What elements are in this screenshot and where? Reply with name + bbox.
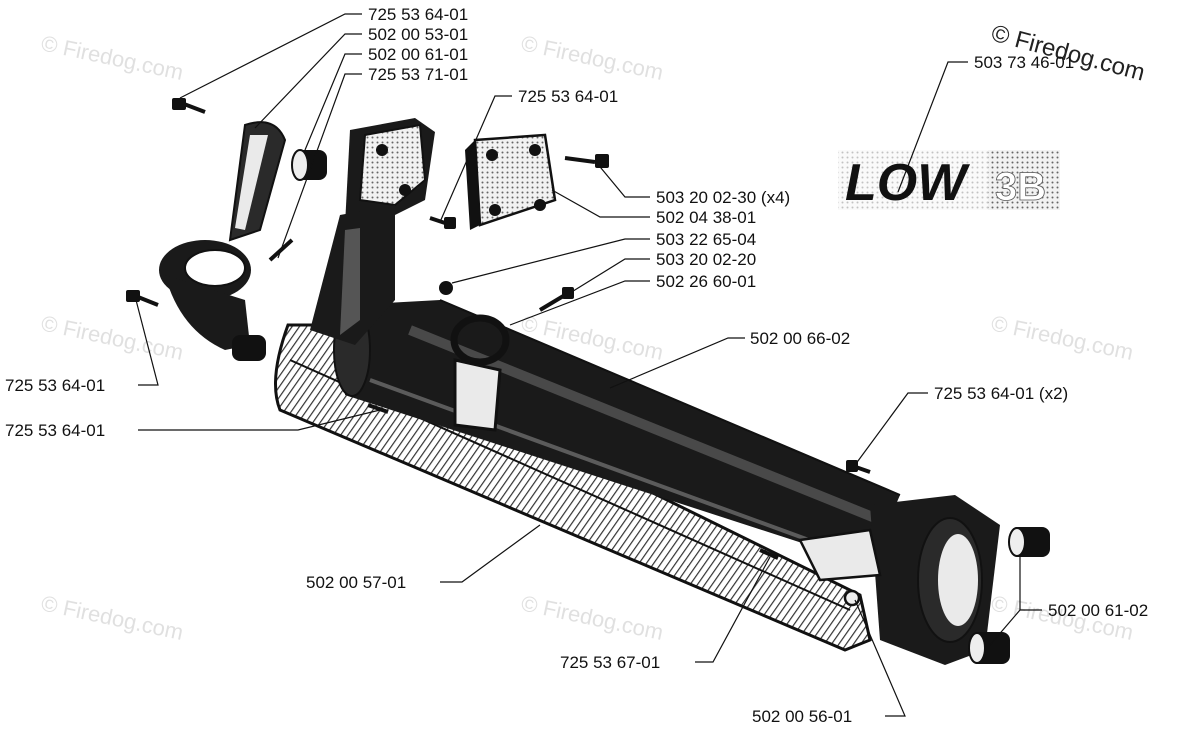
logo-suffix: 3B	[995, 165, 1046, 209]
front-bushings	[968, 527, 1050, 664]
watermark: © Firedog.com	[39, 30, 186, 85]
bushing-part	[291, 149, 327, 181]
watermark: © Firedog.com	[519, 590, 666, 645]
part-labels: 725 53 64-01 502 00 53-01 502 00 61-01 7…	[5, 5, 1148, 726]
part-label: 725 53 64-01 (x2)	[934, 384, 1068, 403]
part-label: 502 00 53-01	[368, 25, 468, 44]
part-label: 725 53 67-01	[560, 653, 660, 672]
part-label: 502 00 56-01	[752, 707, 852, 726]
part-label: 725 53 71-01	[368, 65, 468, 84]
part-label: 502 00 66-02	[750, 329, 850, 348]
leader-lines	[135, 13, 1042, 717]
clamp-block	[465, 133, 557, 230]
part-label: 725 53 64-01	[518, 87, 618, 106]
screw-icon	[538, 293, 567, 312]
part-label: 725 53 64-01	[368, 5, 468, 24]
part-label: 502 00 61-01	[368, 45, 468, 64]
part-label: 725 53 64-01	[5, 421, 105, 440]
part-label: 502 00 57-01	[306, 573, 406, 592]
nut-icon	[439, 281, 453, 295]
front-housing	[798, 495, 1000, 665]
screw-icon	[172, 98, 186, 110]
part-label: 502 26 60-01	[656, 272, 756, 291]
part-label: 503 22 65-04	[656, 230, 756, 249]
watermark: © Firedog.com	[519, 30, 666, 85]
low-logo: LOW 3B	[838, 150, 1060, 212]
watermark: © Firedog.com	[39, 590, 186, 645]
screw-icon	[564, 156, 596, 164]
part-label: 503 20 02-20	[656, 250, 756, 269]
screw-icon	[367, 403, 389, 414]
screw-group	[126, 98, 871, 607]
handle-part	[159, 121, 287, 361]
ring-clamp	[450, 314, 510, 432]
screw-icon	[126, 290, 140, 302]
part-label: 725 53 64-01	[5, 376, 105, 395]
part-label: 502 00 61-02	[1048, 601, 1148, 620]
screw-icon	[759, 548, 779, 560]
logo-text: LOW	[845, 154, 970, 212]
watermark: © Firedog.com	[39, 310, 186, 365]
part-label: 503 73 46-01	[974, 53, 1074, 72]
clamp-bracket	[310, 118, 435, 345]
part-label: 503 20 02-30 (x4)	[656, 188, 790, 207]
watermark: © Firedog.com	[989, 310, 1136, 365]
part-label: 502 04 38-01	[656, 208, 756, 227]
